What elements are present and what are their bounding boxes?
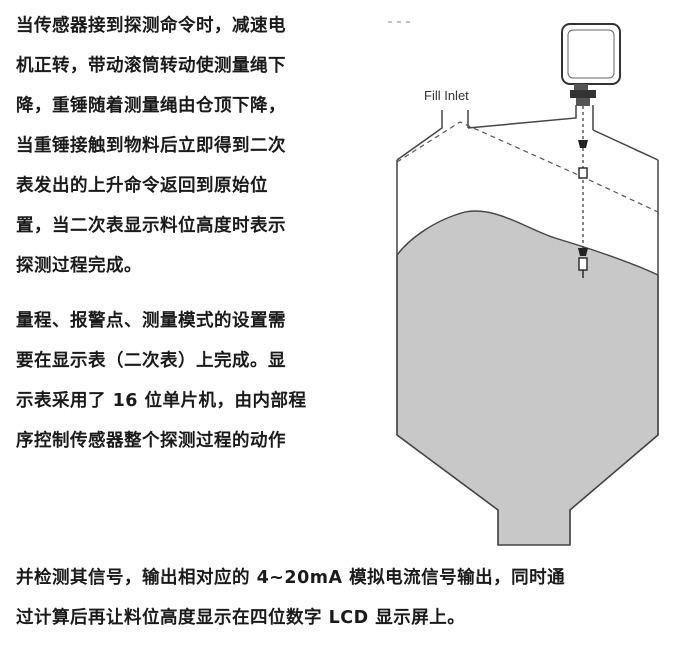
weight-lower (578, 248, 588, 278)
paragraph-detection-process: 当传感器接到探测命令时，减速电 机正转，带动滚筒转动使测量绳下 降，重锤随着测量… (16, 6, 366, 286)
sensor-housing (561, 23, 621, 106)
text-line: 机正转，带动滚筒转动使测量绳下 (16, 56, 286, 76)
weight-upper (578, 140, 588, 179)
text-column: 当传感器接到探测命令时，减速电 机正转，带动滚筒转动使测量绳下 降，重锤随着测量… (16, 6, 366, 461)
text-line: 序控制传感器整个探测过程的动作 (16, 431, 286, 451)
text-line: 探测过程完成。 (16, 256, 142, 276)
previous-level-lines (396, 121, 659, 213)
text-line: 量程、报警点、测量模式的设置需 (16, 311, 286, 331)
full-width-text: 并检测其信号，输出相对应的 4~20mA 模拟电流信号输出，同时通 过计算后再让… (16, 558, 676, 638)
text-line: 置，当二次表显示料位高度时表示 (16, 216, 286, 236)
paragraph-display-settings-continued: 并检测其信号，输出相对应的 4~20mA 模拟电流信号输出，同时通 过计算后再让… (16, 558, 676, 638)
paragraph-display-settings: 量程、报警点、测量模式的设置需 要在显示表（二次表）上完成。显 示表采用了 16… (16, 301, 366, 461)
text-line: 并检测其信号，输出相对应的 4~20mA 模拟电流信号输出，同时通 (16, 568, 566, 588)
text-line: 当重锤接触到物料后立即得到二次 (16, 136, 286, 156)
fill-inlet-label: Fill Inlet (424, 88, 469, 103)
silo-outline (396, 105, 659, 545)
stored-material (396, 210, 659, 546)
text-line: 表发出的上升命令返回到原始位 (16, 176, 268, 196)
silo-diagram-svg: Fill Inlet (388, 21, 659, 546)
text-line: 要在显示表（二次表）上完成。显 (16, 351, 286, 371)
silo-level-sensor-diagram: Fill Inlet (380, 0, 690, 560)
text-line: 过计算后再让料位高度显示在四位数字 LCD 显示屏上。 (16, 608, 466, 628)
text-line: 当传感器接到探测命令时，减速电 (16, 16, 286, 36)
text-line: 降，重锤随着测量绳由仓顶下降， (16, 96, 286, 116)
text-line: 示表采用了 16 位单片机，由内部程 (16, 391, 307, 411)
